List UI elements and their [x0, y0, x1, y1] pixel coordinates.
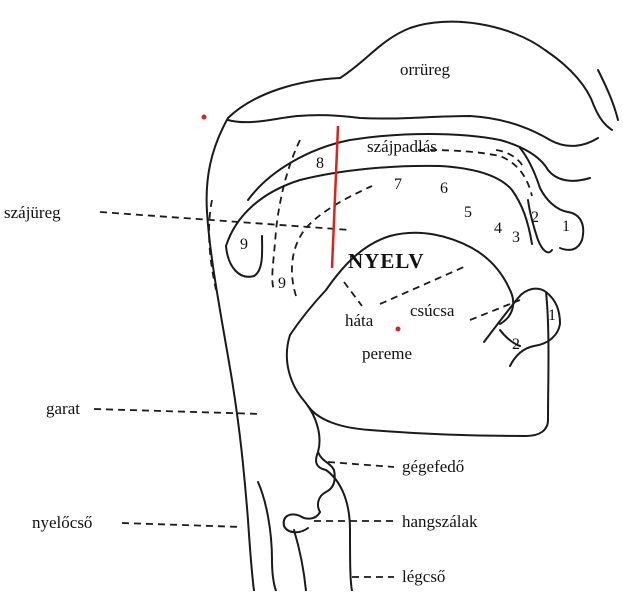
leader-nyelocso — [122, 523, 242, 527]
leader-gegefedo — [328, 462, 394, 467]
label-garat: garat — [46, 399, 80, 418]
number-7: 7 — [394, 176, 402, 193]
number-2-lower: 2 — [512, 336, 520, 353]
label-nyelocso: nyelőcső — [32, 513, 92, 532]
number-9-upper: 9 — [240, 236, 248, 253]
number-8: 8 — [316, 155, 324, 172]
number-6: 6 — [440, 180, 448, 197]
label-csucsa: csúcsa — [410, 301, 455, 320]
label-legcso: légcső — [402, 567, 445, 586]
nose-outline — [598, 70, 618, 120]
number-9-lower: 9 — [278, 275, 286, 292]
esophagus — [258, 482, 276, 591]
number-4: 4 — [494, 220, 502, 237]
number-3: 3 — [512, 229, 520, 246]
label-gegefedo: gégefedő — [402, 457, 464, 476]
dashed-palate-line — [418, 150, 532, 196]
number-5: 5 — [464, 204, 472, 221]
number-2-upper: 2 — [531, 209, 539, 226]
leader-szajureg — [100, 212, 350, 230]
label-hata: háta — [345, 311, 374, 330]
nasal-cavity-outline — [340, 22, 612, 130]
red-dot-upper — [202, 115, 207, 120]
larynx-outline — [284, 512, 320, 532]
number-1-lower: 1 — [548, 307, 556, 324]
dashed-velum-inner — [272, 140, 300, 290]
dashed-nasal-line — [496, 150, 524, 168]
label-szajpadlas: szájpadlás — [367, 137, 437, 156]
label-pereme: pereme — [362, 344, 412, 363]
oral-roof — [226, 166, 532, 246]
label-orrureg: orrüreg — [400, 60, 451, 79]
label-szajureg: szájüreg — [4, 203, 61, 222]
number-1-upper: 1 — [562, 218, 570, 235]
red-dot-tongue — [396, 327, 401, 332]
label-nyelv: NYELV — [348, 249, 425, 273]
label-hangszalak: hangszálak — [402, 512, 478, 531]
leader-hata — [344, 282, 362, 306]
tongue-root — [287, 335, 326, 470]
pharynx-wall — [207, 212, 254, 591]
red-marker-line — [332, 126, 338, 268]
trachea-back — [294, 530, 306, 591]
epiglottis — [318, 452, 335, 512]
